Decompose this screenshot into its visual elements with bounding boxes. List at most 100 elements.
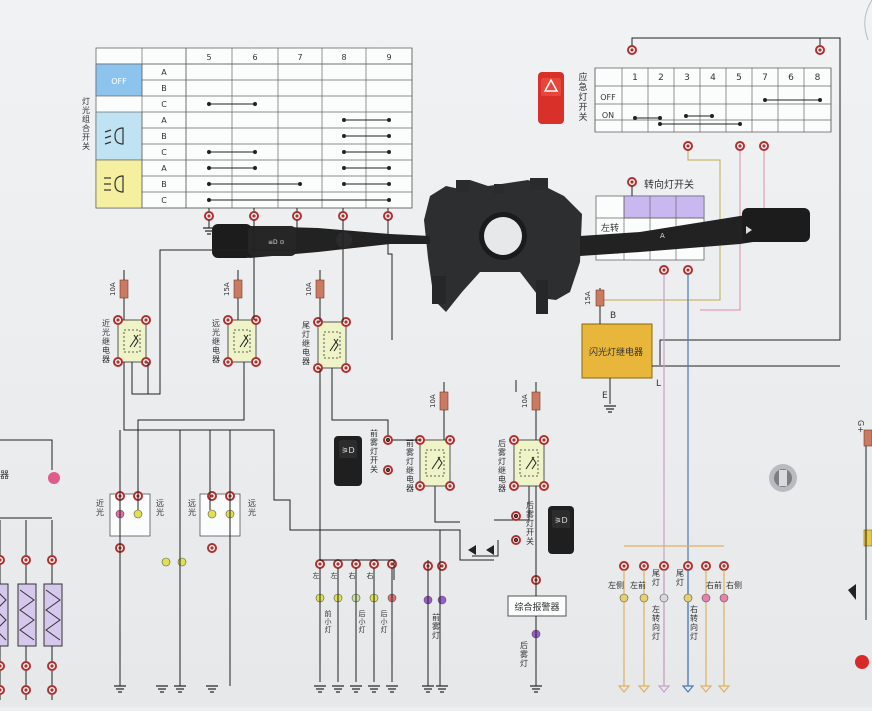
light-switch-knob [212, 224, 252, 258]
front-fog-switch[interactable]: ⚞D [334, 436, 362, 486]
flasher-pin-b: B [610, 311, 616, 321]
combo-row-2: C [161, 100, 167, 109]
combo-row-1: B [161, 84, 167, 93]
svg-text:光: 光 [212, 327, 220, 337]
svg-text:继: 继 [498, 465, 506, 475]
svg-text:灯: 灯 [381, 625, 388, 634]
off-label: OFF [111, 77, 127, 86]
high_beam-fuse [233, 279, 243, 299]
hazard-switch-button[interactable] [538, 72, 564, 124]
tail-left-label: 尾灯 [652, 569, 660, 587]
high-beam-icon [104, 175, 124, 193]
svg-text:电: 电 [212, 345, 220, 355]
svg-text:雾: 雾 [526, 510, 534, 519]
horn-icon [848, 584, 856, 600]
tail-side-right-b: 右 [367, 571, 374, 580]
combo-col-6: 6 [252, 53, 257, 62]
combo-pin [383, 211, 393, 221]
left-pink-indicator [48, 472, 60, 484]
high-beam-cell [95, 159, 143, 209]
flasher-relay [581, 323, 653, 379]
svg-text:雾: 雾 [432, 622, 440, 631]
svg-text:开: 开 [578, 102, 587, 113]
hazard-col-5: 5 [736, 73, 742, 83]
svg-text:远: 远 [248, 499, 256, 508]
rear_fog-fuse-label: 10A [521, 394, 529, 408]
left-edge-fuses [0, 583, 63, 647]
svg-text:前: 前 [432, 612, 440, 622]
combo-row-5: C [161, 148, 167, 157]
svg-text:后: 后 [381, 609, 388, 618]
rear-small-label: 后小灯 [359, 609, 366, 634]
svg-text:电: 电 [406, 474, 414, 484]
rear-fog-switch[interactable]: ⚞D [548, 506, 574, 554]
light-knob-marking: ≡D ⊙ [268, 239, 285, 246]
front-fog-lamp-label: 前雾灯 [432, 612, 440, 640]
warning-buzzer-box [507, 595, 567, 617]
svg-text:光: 光 [96, 507, 104, 517]
svg-text:灯: 灯 [652, 631, 660, 641]
svg-text:⚞D: ⚞D [554, 516, 567, 525]
svg-text:器: 器 [406, 484, 414, 493]
svg-text:雾: 雾 [520, 650, 528, 659]
svg-text:继: 继 [406, 465, 414, 475]
low-beam-cell [95, 111, 143, 161]
svg-text:光: 光 [82, 105, 90, 115]
tail-right-label: 尾灯 [676, 569, 684, 587]
svg-text:雾: 雾 [370, 438, 378, 447]
combo-row-6: A [161, 164, 167, 173]
combo-col-5: 5 [206, 53, 211, 62]
front_fog-fuse-label: 10A [429, 394, 437, 408]
low_beam-fuse [119, 279, 129, 299]
svg-text:灯: 灯 [82, 96, 90, 106]
svg-text:灯: 灯 [690, 631, 698, 641]
rear-fog-lamp-label: 后雾灯 [520, 640, 528, 668]
combo-pin [249, 211, 259, 221]
tail-side-left-a: 左 [313, 571, 320, 580]
svg-text:后: 后 [359, 609, 366, 618]
svg-text:急: 急 [578, 81, 587, 93]
right-edge-pin: G+ [856, 420, 865, 433]
ignition-key[interactable] [769, 464, 797, 492]
svg-text:灯: 灯 [578, 92, 587, 103]
warning-label: 综合报警器 [514, 601, 559, 613]
combo-pin [292, 211, 302, 221]
low-beam-icon [104, 127, 124, 145]
svg-text:灯: 灯 [652, 577, 660, 587]
turn-switch-title: 转向灯开关 [644, 178, 694, 191]
front_fog-fuse [439, 391, 449, 411]
svg-text:前: 前 [406, 438, 414, 448]
red-indicator [855, 655, 869, 669]
svg-text:开: 开 [82, 133, 90, 142]
svg-text:继: 继 [302, 338, 310, 348]
svg-text:向: 向 [690, 622, 698, 632]
flasher-fuse-label: 15A [584, 291, 592, 305]
off-cell [95, 63, 143, 97]
svg-text:前: 前 [370, 428, 378, 438]
hazard-col-1: 1 [632, 73, 638, 83]
svg-text:向: 向 [652, 622, 660, 632]
svg-text:光: 光 [248, 507, 256, 517]
high-beam-right-label: 远光 [188, 499, 196, 517]
combo-row-8: C [161, 196, 167, 205]
svg-text:远: 远 [156, 499, 164, 508]
hazard-row-ON: ON [602, 111, 614, 120]
svg-text:前: 前 [325, 609, 332, 618]
hazard-col-8: 8 [815, 73, 821, 83]
svg-text:灯: 灯 [325, 625, 332, 634]
flasher-pin-e: E [602, 391, 608, 401]
